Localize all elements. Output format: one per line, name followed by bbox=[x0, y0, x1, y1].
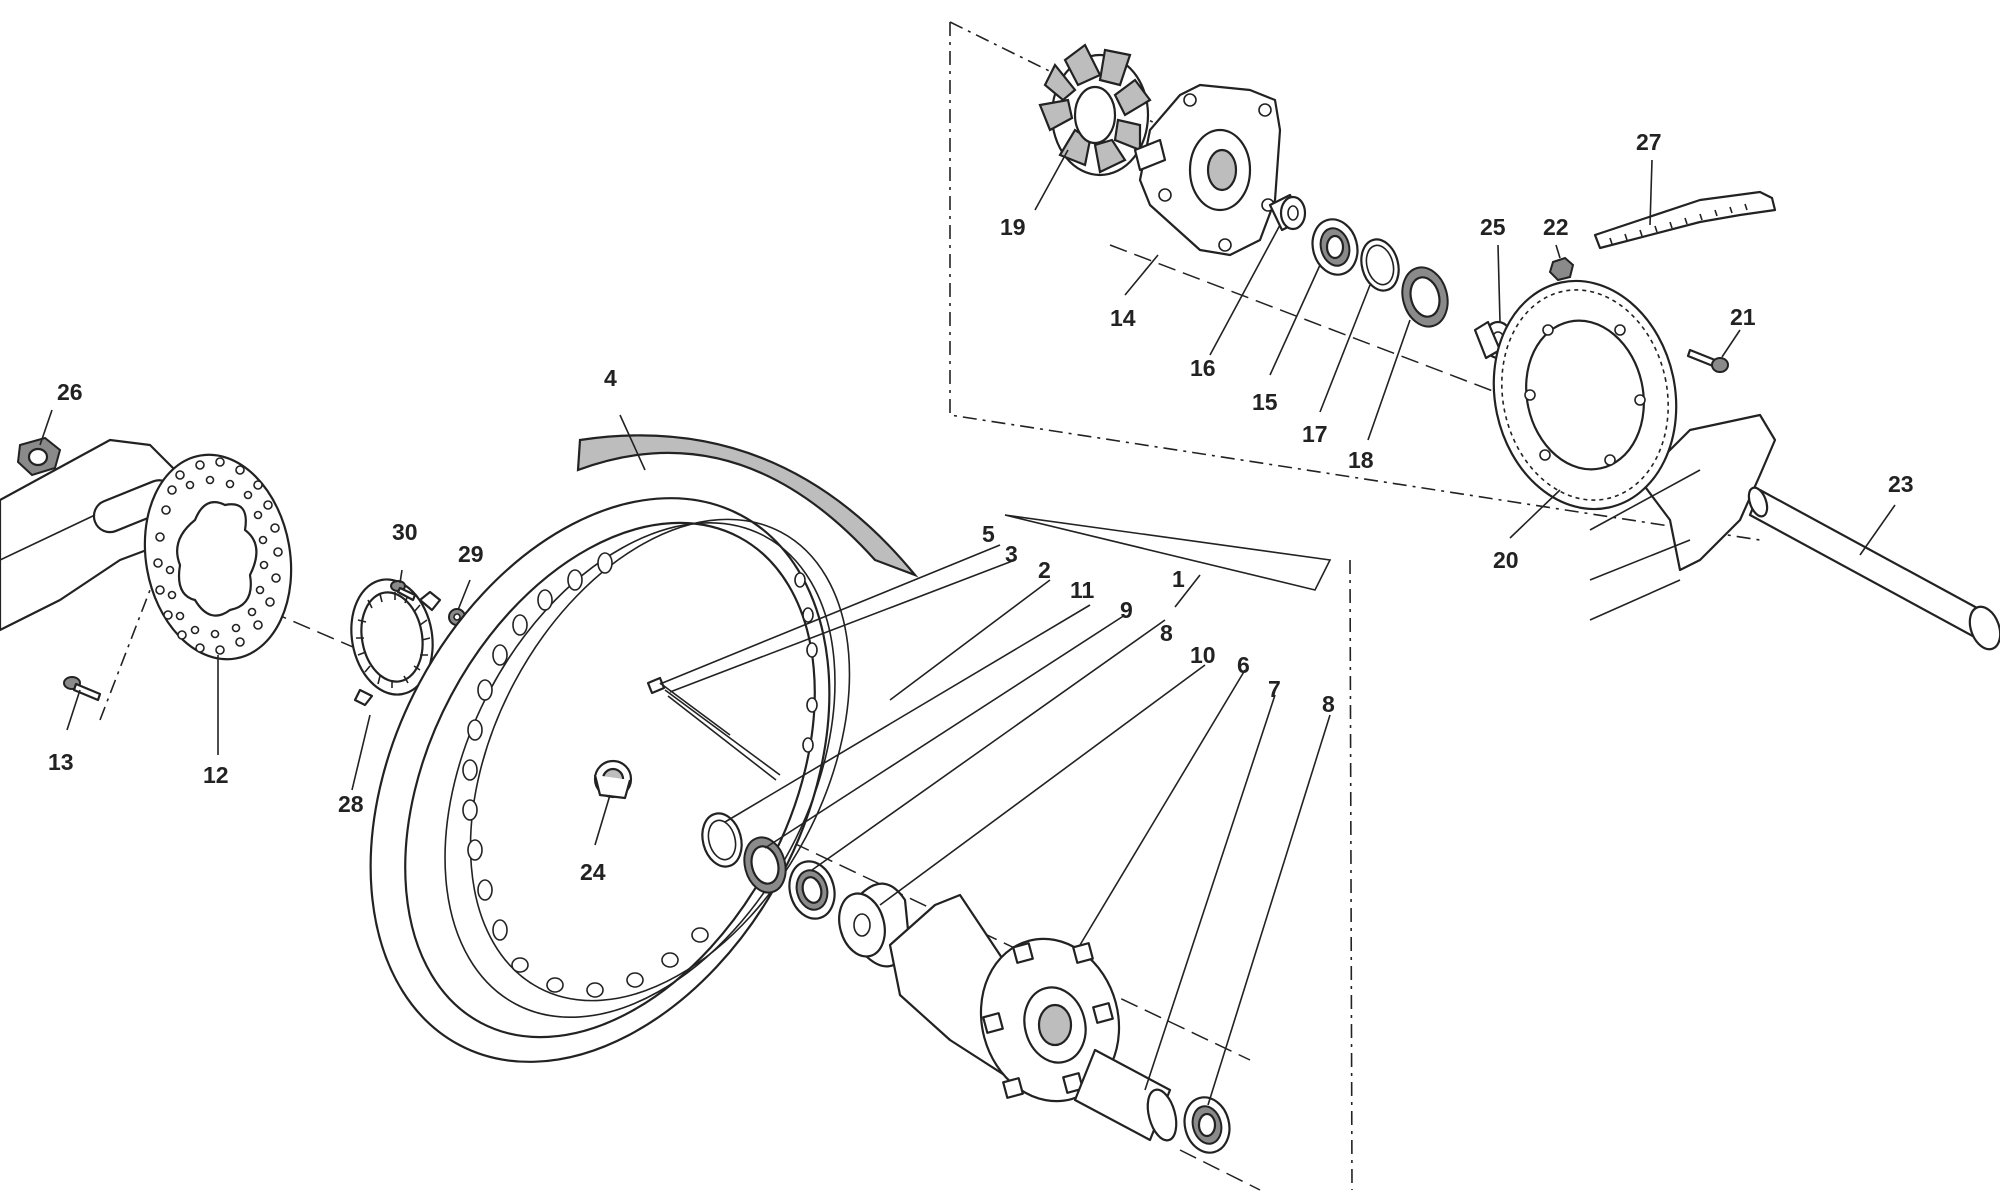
rim-tape bbox=[576, 434, 919, 578]
label-17: 17 bbox=[1302, 421, 1328, 447]
label-3: 3 bbox=[1005, 541, 1018, 567]
label-12: 12 bbox=[203, 762, 229, 788]
cable-tie bbox=[664, 689, 781, 781]
label-15: 15 bbox=[1252, 389, 1278, 415]
label-10: 10 bbox=[1190, 642, 1216, 668]
label-19: 19 bbox=[1000, 214, 1026, 240]
brake-disc bbox=[143, 453, 293, 661]
sprocket-nut bbox=[1548, 256, 1575, 282]
drive-chain bbox=[1593, 190, 1777, 250]
axle-nut bbox=[16, 436, 62, 477]
label-21: 21 bbox=[1730, 304, 1756, 330]
label-13: 13 bbox=[48, 749, 74, 775]
carrier-circlip bbox=[1360, 238, 1400, 292]
label-22: 22 bbox=[1543, 214, 1569, 240]
disc-vent-holes bbox=[153, 457, 283, 655]
sprocket-carrier bbox=[1133, 83, 1282, 257]
swingarm-right bbox=[1589, 413, 1777, 621]
axle-sleeve bbox=[1073, 1048, 1178, 1142]
label-26: 26 bbox=[57, 379, 83, 405]
label-8b: 8 bbox=[1322, 691, 1335, 717]
carrier-seal bbox=[1401, 266, 1449, 328]
label-1: 1 bbox=[1172, 566, 1185, 592]
label-16: 16 bbox=[1190, 355, 1216, 381]
label-8a: 8 bbox=[1160, 620, 1173, 646]
part-labels: 1 2 3 4 5 6 7 8 8 9 10 11 12 13 14 15 16… bbox=[48, 129, 1914, 885]
label-30: 30 bbox=[392, 519, 418, 545]
wheel-bearing-left bbox=[788, 860, 836, 920]
sprocket-bolt bbox=[1686, 348, 1729, 373]
rear-sprocket bbox=[1492, 279, 1678, 511]
label-20: 20 bbox=[1493, 547, 1519, 573]
label-25: 25 bbox=[1480, 214, 1506, 240]
rim-spoke-holes bbox=[462, 552, 818, 998]
disc-bolt bbox=[63, 676, 102, 702]
wheel-hub bbox=[888, 893, 1121, 1103]
label-28: 28 bbox=[338, 791, 364, 817]
label-9: 9 bbox=[1120, 597, 1133, 623]
cush-drive-rubber bbox=[1038, 43, 1152, 177]
label-7: 7 bbox=[1268, 676, 1281, 702]
label-18: 18 bbox=[1348, 447, 1374, 473]
label-29: 29 bbox=[458, 541, 484, 567]
label-2: 2 bbox=[1038, 557, 1051, 583]
oil-seal bbox=[743, 836, 787, 894]
label-23: 23 bbox=[1888, 471, 1914, 497]
circlip bbox=[701, 812, 743, 868]
abs-tone-ring bbox=[350, 578, 442, 707]
label-14: 14 bbox=[1110, 305, 1136, 331]
wheel-bearing-right bbox=[1183, 1096, 1231, 1154]
carrier-bearing bbox=[1311, 218, 1359, 276]
label-27: 27 bbox=[1636, 129, 1662, 155]
label-11: 11 bbox=[1070, 577, 1095, 603]
leader-lines bbox=[39, 149, 1896, 1106]
wheel-spacer bbox=[593, 759, 633, 800]
rear-axle bbox=[1747, 486, 2000, 651]
label-5: 5 bbox=[982, 521, 995, 547]
label-24: 24 bbox=[580, 859, 606, 885]
label-4: 4 bbox=[604, 365, 617, 391]
sprocket-spacer bbox=[1268, 193, 1307, 232]
tone-ring-screw bbox=[390, 580, 417, 602]
label-6: 6 bbox=[1237, 652, 1250, 678]
